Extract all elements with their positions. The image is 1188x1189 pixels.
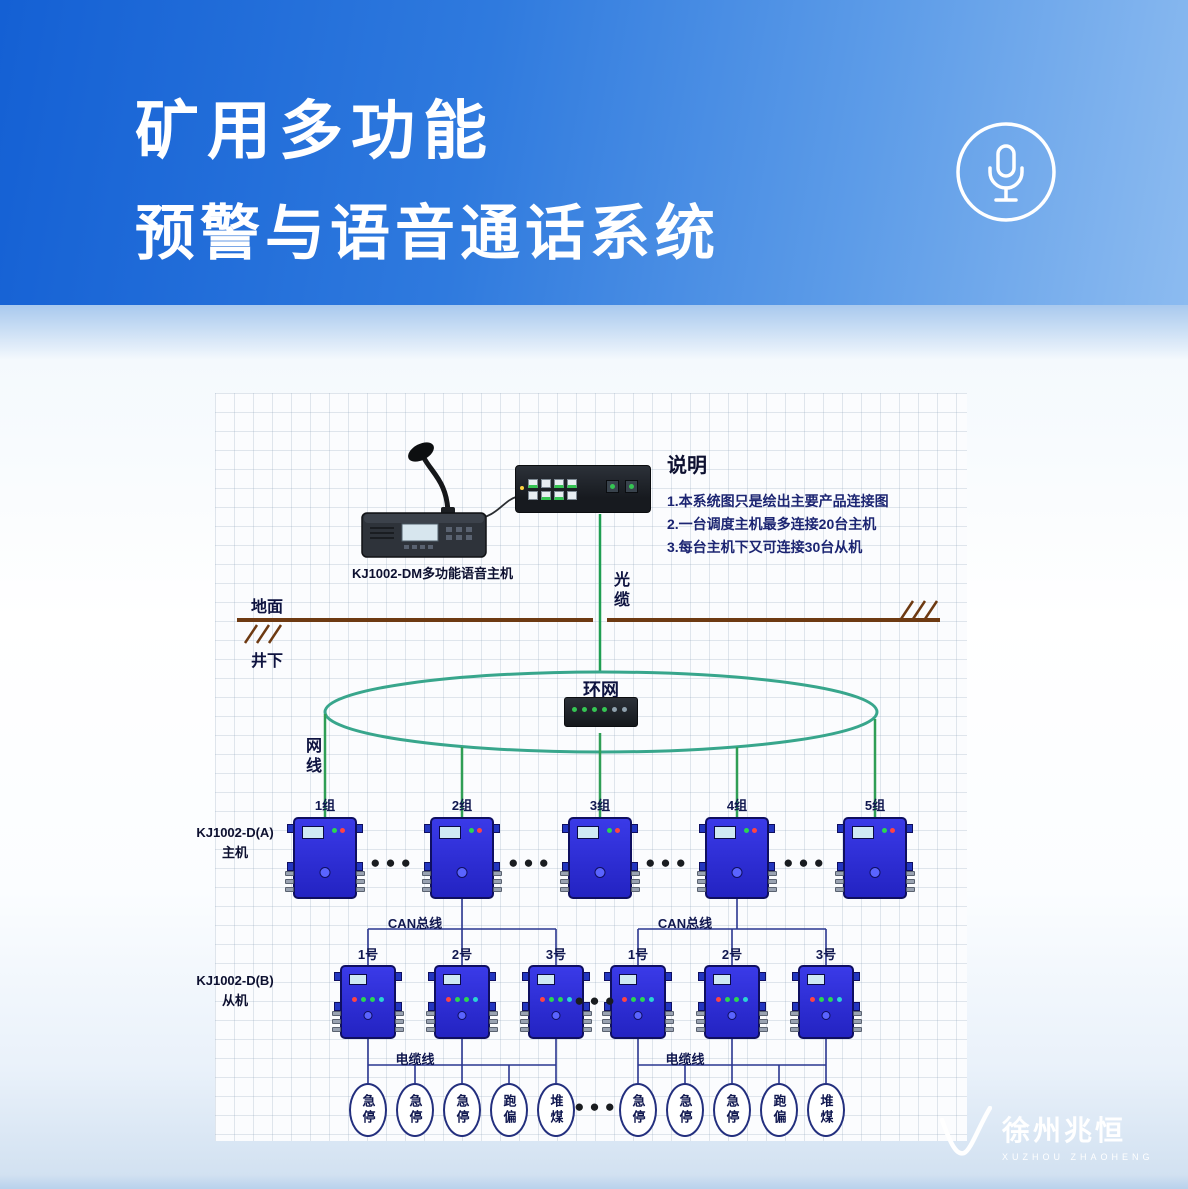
can-bus-label-left: CAN总线 xyxy=(387,916,443,931)
group-label-1: 1组 xyxy=(314,798,336,813)
slave-label-2: 2号 xyxy=(451,947,473,962)
slave-label-1: 1号 xyxy=(357,947,379,962)
note-item-1: 1.本系统图只是绘出主要产品连接图 xyxy=(667,493,889,509)
cable-label-right: 电缆线 xyxy=(665,1052,705,1067)
net-cable-label: 网线 xyxy=(303,737,320,777)
group-label-2: 2组 xyxy=(451,798,473,813)
sensor-4: 跑偏 xyxy=(490,1083,528,1137)
ellipsis-sensors: ●●● xyxy=(574,1097,620,1116)
cable-label-left: 电缆线 xyxy=(395,1052,435,1067)
brand-watermark: 徐州兆恒 XUZHOU ZHAOHENG xyxy=(938,1106,1154,1164)
ethernet-switch xyxy=(515,465,651,513)
sensor-7: 急停 xyxy=(666,1083,704,1137)
master-unit-4 xyxy=(697,817,777,899)
ring-switch xyxy=(564,697,638,727)
page-title-line1: 矿用多功能 xyxy=(135,95,495,167)
brand-latin: XUZHOU ZHAOHENG xyxy=(1002,1151,1154,1162)
ground-label: 地面 xyxy=(251,599,284,616)
notes-title: 说明 xyxy=(667,455,707,477)
note-item-2: 2.一台调度主机最多连接20台主机 xyxy=(667,516,877,532)
sensor-9: 跑偏 xyxy=(760,1083,798,1137)
connection-lines xyxy=(237,496,940,1083)
slave-unit-1 xyxy=(332,965,404,1039)
note-item-3: 3.每台主机下又可连接30台从机 xyxy=(667,539,863,555)
sensor-8: 急停 xyxy=(713,1083,751,1137)
switch-uplink-ports xyxy=(606,480,638,493)
can-bus-label-right: CAN总线 xyxy=(657,916,713,931)
switch-ports xyxy=(528,479,577,500)
master-unit-2 xyxy=(422,817,502,899)
sensor-2: 急停 xyxy=(396,1083,434,1137)
ring-network-label: 环网 xyxy=(583,680,619,700)
slave-unit-2 xyxy=(426,965,498,1039)
header-fade xyxy=(0,305,1188,360)
ellipsis-masters-4: ●●● xyxy=(783,853,829,872)
group-label-4: 4组 xyxy=(726,798,748,813)
slave-unit-3 xyxy=(520,965,592,1039)
sensor-10: 堆煤 xyxy=(807,1083,845,1137)
master-unit-5 xyxy=(835,817,915,899)
ellipsis-masters-1: ●●● xyxy=(370,853,416,872)
slave-label-5: 2号 xyxy=(721,947,743,962)
brand-logo-icon xyxy=(939,1106,992,1156)
underground-label: 井下 xyxy=(251,653,284,670)
switch-power-led xyxy=(520,486,524,490)
sensor-5: 堆煤 xyxy=(537,1083,575,1137)
console-label: KJ1002-DM多功能语音主机 xyxy=(351,566,514,581)
slave-label-3: 3号 xyxy=(545,947,567,962)
page-title-line2: 预警与语音通话系统 xyxy=(135,200,720,267)
master-model-label: KJ1002-D(A) 主机 xyxy=(196,825,274,860)
notes-panel: 说明 1.本系统图只是绘出主要产品连接图 2.一台调度主机最多连接20台主机 3… xyxy=(667,449,947,559)
ellipsis-masters-2: ●●● xyxy=(508,853,554,872)
slave-model-label: KJ1002-D(B) 从机 xyxy=(196,973,274,1008)
slave-unit-5 xyxy=(696,965,768,1039)
sensor-6: 急停 xyxy=(619,1083,657,1137)
ellipsis-masters-3: ●●● xyxy=(645,853,691,872)
microphone-icon xyxy=(952,118,1060,231)
slave-unit-4 xyxy=(602,965,674,1039)
group-label-5: 5组 xyxy=(864,798,886,813)
slave-unit-6 xyxy=(790,965,862,1039)
master-unit-3 xyxy=(560,817,640,899)
slave-label-6: 3号 xyxy=(815,947,837,962)
sensor-1: 急停 xyxy=(349,1083,387,1137)
system-diagram: KJ1002-DM多功能语音主机 说明 1.本系统图只是绘出主要产品连接图 2.… xyxy=(196,393,967,1141)
brand-name: 徐州兆恒 xyxy=(1002,1114,1127,1146)
slave-label-4: 1号 xyxy=(627,947,649,962)
group-label-3: 3组 xyxy=(589,798,611,813)
footer-band xyxy=(0,1175,1188,1189)
dispatch-console xyxy=(361,442,487,558)
header-banner: 矿用多功能 预警与语音通话系统 xyxy=(0,0,1188,305)
ellipsis-slaves: ●●● xyxy=(574,991,620,1010)
master-unit-1 xyxy=(285,817,365,899)
sensor-3: 急停 xyxy=(443,1083,481,1137)
optical-cable-label: 光缆 xyxy=(611,571,628,611)
